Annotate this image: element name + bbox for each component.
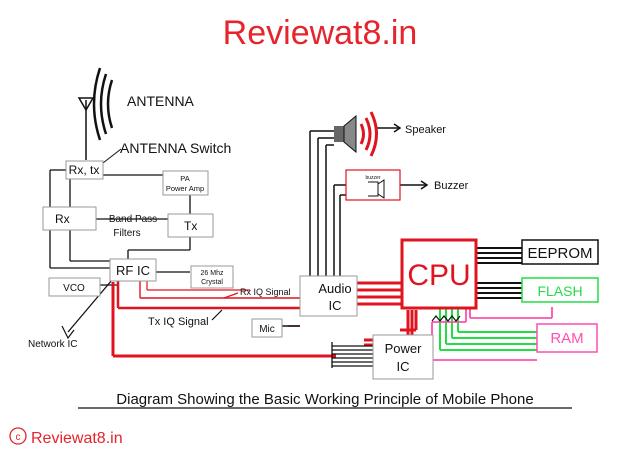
red-signal-wires [111, 280, 336, 358]
rx-label: Rx [55, 212, 70, 226]
pa-box [162, 170, 209, 196]
flash-box [521, 277, 599, 303]
ram-label: RAM [550, 330, 583, 347]
antenna-label: ANTENNA [127, 93, 195, 109]
mic-box [251, 318, 283, 338]
cpu-label: CPU [407, 259, 470, 292]
page-title: Reviewat8.in [223, 14, 418, 52]
flash-label: FLASH [537, 283, 582, 299]
speaker-icon [334, 111, 378, 157]
eeprom-label: EEPROM [527, 245, 592, 262]
vco-box [48, 277, 101, 297]
power-label-2: IC [397, 359, 410, 374]
crystal-label-1: 26 Mhz [201, 270, 224, 277]
tx-label: Tx [184, 219, 197, 233]
cpu-box [400, 238, 478, 310]
rfic-label: RF IC [116, 263, 150, 278]
rxtx-label: Rx, tx [69, 163, 100, 177]
antenna-icon [77, 67, 114, 160]
antenna-switch-label: ANTENNA Switch [120, 140, 231, 156]
ram-box [536, 323, 598, 353]
crystal-box [190, 265, 234, 289]
mic-label: Mic [259, 324, 275, 335]
tx-iq-label: Tx IQ Signal [148, 316, 209, 328]
tx-box [167, 213, 214, 238]
crystal-label-2: Crystal [201, 279, 223, 286]
pa-label-2: Power Amp [166, 184, 204, 193]
audio-ic-box [299, 275, 358, 317]
vco-label: VCO [63, 283, 85, 294]
buzzer-icon: buzzer [345, 169, 401, 201]
audio-wires [282, 130, 346, 327]
band-pass-label-2: Filters [113, 228, 140, 239]
diagram-caption: Diagram Showing the Basic Working Princi… [116, 391, 533, 408]
power-label-1: Power [385, 341, 423, 356]
rx-iq-label: Rx IQ Signal [240, 287, 291, 297]
power-ic-box [372, 334, 434, 380]
network-ic-label: Network IC [28, 339, 77, 350]
eeprom-box [521, 239, 599, 265]
rxtx-box [65, 160, 104, 180]
copyright-symbol: c [16, 432, 21, 443]
band-pass-label-1: Band Pass [109, 214, 157, 225]
audio-label-1: Audio [318, 281, 351, 296]
rx-box [42, 206, 97, 231]
buzzer-label: Buzzer [434, 180, 469, 192]
audio-label-2: IC [329, 298, 342, 313]
rfic-box [109, 258, 157, 282]
speaker-label: Speaker [405, 124, 446, 136]
buzzer-inner-label: buzzer [365, 175, 380, 181]
copyright-icon [9, 427, 27, 445]
footer-site: Reviewat8.in [31, 430, 123, 447]
pa-label-1: PA [180, 174, 189, 183]
